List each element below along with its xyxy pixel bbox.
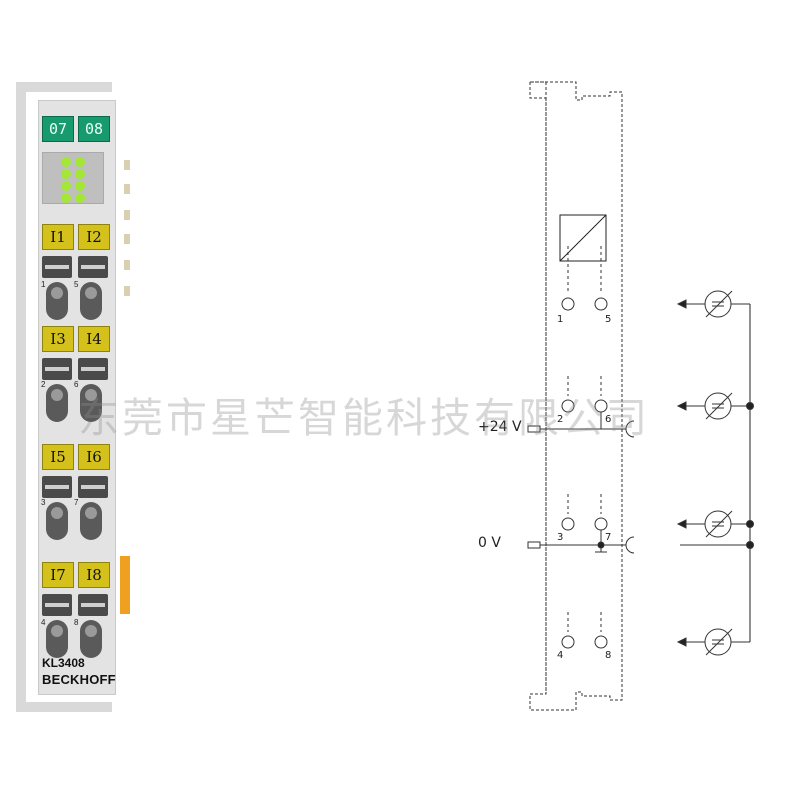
supply-24v-line [527,412,635,438]
tag-I1: I1 [42,224,74,250]
spring-terminal[interactable] [80,282,102,320]
side-contact [124,234,130,244]
pin-label: 7 [605,532,611,543]
release-clip[interactable] [42,358,72,380]
side-contact [124,260,130,270]
adjustable-sensor-icon [676,290,750,318]
supply-0v-line [527,530,635,554]
spring-terminal[interactable] [80,620,102,658]
adjustable-sensor-icon [676,510,754,538]
led-indicator [61,181,71,191]
pin-label: 8 [605,650,611,661]
pin-number: 3 [41,498,46,507]
spring-terminal[interactable] [46,384,68,422]
tag-I7: I7 [42,562,74,588]
led-indicator [61,157,71,167]
din-rail-left [16,82,26,712]
pin-label: 1 [557,314,563,325]
led-indicator [75,169,85,179]
terminal-pair-3 [561,494,608,531]
spring-terminal[interactable] [46,282,68,320]
pin-number: 8 [74,618,79,627]
tag-07: 07 [42,116,74,142]
pin-number: 1 [41,280,46,289]
model-label: KL3408 [42,656,85,670]
terminal-module: 07 08 I1 I2 1 5 I3 I4 2 6 I5 I6 3 7 I7 I… [16,82,130,712]
led-indicator [75,157,85,167]
pin-number: 6 [74,380,79,389]
led-indicator [61,169,71,179]
tag-08: 08 [78,116,110,142]
tag-I8: I8 [78,562,110,588]
tag-I2: I2 [78,224,110,250]
supply-24v-label: +24 V [478,419,522,435]
release-clip[interactable] [42,256,72,278]
housing-outline [529,81,623,711]
contact-strip [120,556,130,614]
side-contact [124,184,130,194]
adjustable-sensor-icon [676,628,750,656]
ad-converter-icon [559,214,607,262]
pin-number: 7 [74,498,79,507]
side-contact [124,210,130,220]
tag-I5: I5 [42,444,74,470]
pin-number: 2 [41,380,46,389]
side-contact [124,286,130,296]
release-clip[interactable] [42,594,72,616]
led-indicator [61,193,71,203]
pin-number: 4 [41,618,46,627]
pin-label: 2 [557,414,563,425]
supply-0v-label: 0 V [478,535,501,551]
release-clip[interactable] [78,358,108,380]
adjustable-sensor-icon [676,392,754,420]
rail-clip-bottom [16,702,112,712]
pin-label: 3 [557,532,563,543]
led-indicator [75,181,85,191]
terminal-pair-1 [561,246,608,311]
brand-logo: BECKHOFF [42,672,116,687]
release-clip[interactable] [78,594,108,616]
pin-label: 6 [605,414,611,425]
pin-number: 5 [74,280,79,289]
terminal-pair-4 [561,612,608,649]
tag-I3: I3 [42,326,74,352]
rail-clip-top [16,82,112,92]
spring-terminal[interactable] [46,620,68,658]
side-contact [124,160,130,170]
pin-label: 4 [557,650,563,661]
tag-I6: I6 [78,444,110,470]
release-clip[interactable] [42,476,72,498]
release-clip[interactable] [78,256,108,278]
spring-terminal[interactable] [80,384,102,422]
led-indicator [75,193,85,203]
led-window [42,152,104,204]
spring-terminal[interactable] [46,502,68,540]
terminal-pair-2 [561,376,608,413]
pin-label: 5 [605,314,611,325]
tag-I4: I4 [78,326,110,352]
wiring-schematic: 1 5 2 6 3 7 4 8 +24 V 0 V [478,81,754,711]
spring-terminal[interactable] [80,502,102,540]
release-clip[interactable] [78,476,108,498]
